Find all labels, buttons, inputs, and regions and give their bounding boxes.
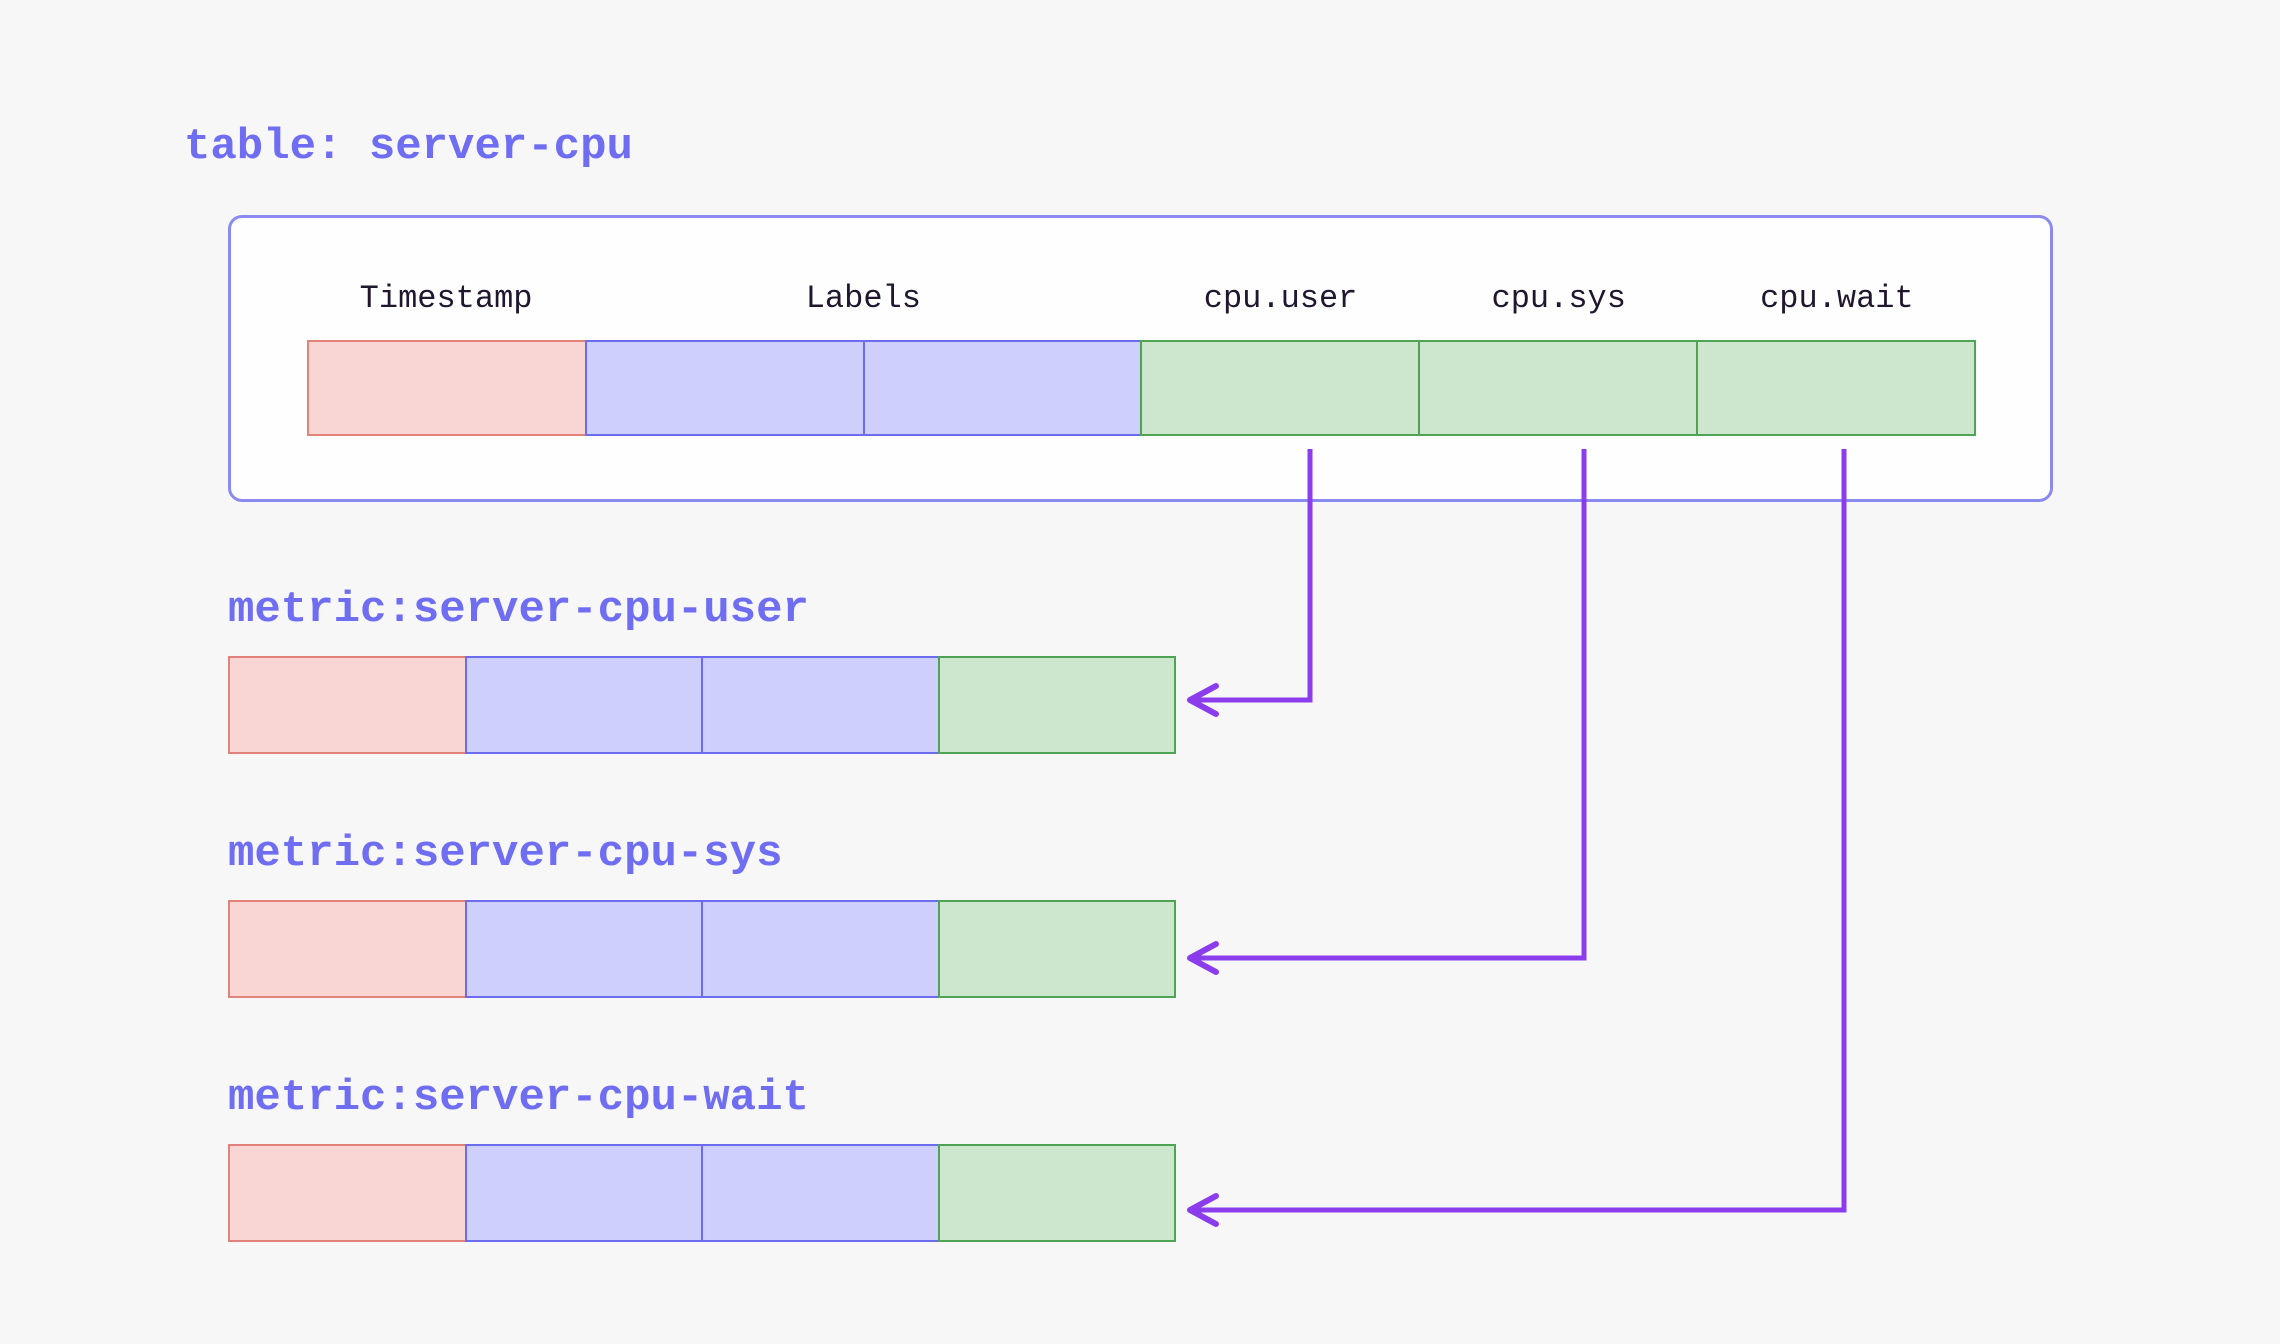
table-container: Timestamp Labels cpu.user cpu.sys cpu.wait — [228, 215, 2053, 502]
column-header-labels: Labels — [805, 279, 921, 317]
column-header-cpu-sys: cpu.sys — [1491, 279, 1626, 317]
column-header-cpu-wait: cpu.wait — [1760, 279, 1914, 317]
table-title: table: server-cpu — [184, 122, 633, 172]
metric-row-cpu-wait — [228, 1144, 1176, 1242]
metric-title-cpu-user: metric:server-cpu-user — [228, 585, 809, 635]
metric-cell — [937, 656, 1176, 754]
timestamp-cell — [228, 656, 467, 754]
metric-cell — [1696, 340, 1976, 436]
column-header-timestamp: Timestamp — [359, 279, 533, 317]
arrow-cpu-sys-to-metric — [1187, 449, 1587, 975]
column-header-cpu-user: cpu.user — [1203, 279, 1358, 317]
metric-title-cpu-wait: metric:server-cpu-wait — [228, 1073, 809, 1123]
metric-row-cpu-user — [228, 656, 1176, 754]
arrowhead-left-icon — [1187, 1193, 1219, 1227]
metric-title-cpu-sys: metric:server-cpu-sys — [228, 829, 783, 879]
labels-cell — [701, 656, 940, 754]
labels-cell — [701, 1144, 940, 1242]
labels-cell — [464, 900, 703, 998]
metric-cell — [937, 1144, 1176, 1242]
timestamp-cell — [228, 1144, 467, 1242]
timestamp-cell — [228, 900, 467, 998]
table-row — [307, 340, 1976, 436]
metric-cell — [1418, 340, 1699, 436]
labels-cell — [701, 900, 940, 998]
metric-cell — [1140, 340, 1421, 436]
labels-cell — [464, 656, 703, 754]
timestamp-cell — [307, 340, 587, 436]
labels-cell — [464, 1144, 703, 1242]
arrowhead-left-icon — [1187, 941, 1219, 975]
arrow-cpu-wait-to-metric — [1187, 449, 1847, 1227]
metric-cell — [937, 900, 1176, 998]
labels-cell — [584, 340, 865, 436]
labels-cell — [862, 340, 1143, 436]
table-header-row: Timestamp Labels cpu.user cpu.sys cpu.wait — [307, 276, 1976, 320]
arrowhead-left-icon — [1187, 683, 1219, 717]
metric-row-cpu-sys — [228, 900, 1176, 998]
